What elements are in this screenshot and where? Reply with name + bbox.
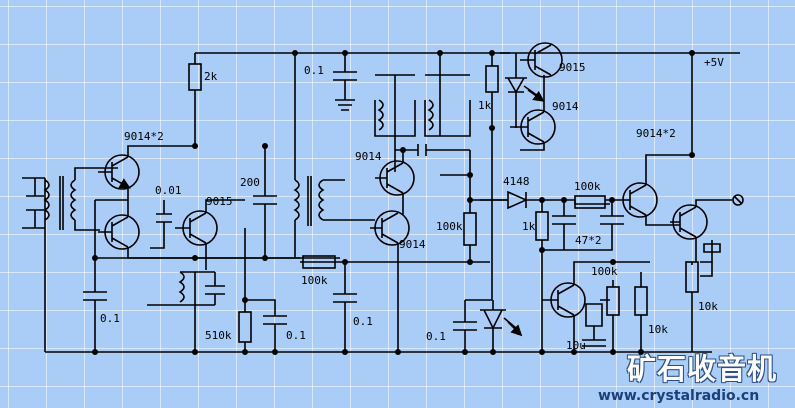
label-cap-001: 0.01 [155,184,182,197]
label-cap-200: 200 [240,176,260,189]
cap-200-transformer [253,53,375,258]
junctions [92,50,695,355]
label-q-pair-right: 9014*2 [636,127,676,140]
label-q-9015-top: 9015 [559,61,586,74]
label-res-10k-a: 10k [648,323,668,336]
label-cap-47: 47*2 [575,234,602,247]
transistor-9014-b [370,210,410,352]
transistor-pair-left [95,145,300,259]
transistor-9014-a [375,144,470,215]
label-q-9014-a: 9014 [355,150,382,163]
transistor-9015-mid [150,199,245,270]
label-res-1k-b: 1k [522,220,536,233]
inductor-l1 [43,179,50,221]
resistors-mid [440,53,508,300]
label-cap-bottom-4: 0.1 [426,330,446,343]
label-cap-bottom-3: 0.1 [353,315,373,328]
top-bypass [333,53,471,172]
label-res-510k: 510k [205,329,232,342]
watermark-brand: 矿石收音机 [627,352,778,386]
rails [44,52,740,353]
label-cap-top: 0.1 [304,64,324,77]
label-res-10k-b: 10k [698,300,718,313]
label-res-100k-c: 100k [591,265,618,278]
top-regulator [500,42,563,151]
label-q-9015-mid: 9015 [206,195,233,208]
volume-pot [685,240,721,352]
diode-4148 [470,190,575,210]
label-res-1k-a: 1k [478,99,492,112]
watermark-site: www.crystalradio.cn [598,388,760,404]
resistor-2k [188,53,202,146]
label-cap-10u: 10u [566,339,586,352]
mid-tank [147,271,225,352]
led-bottom [453,299,520,352]
label-res-2k: 2k [204,70,218,83]
label-diode: 4148 [503,175,530,188]
transistor-pair-right [622,53,744,262]
right-network [535,195,628,352]
bottom-right-stage [542,261,650,352]
label-cap-bottom-1: 0.1 [100,312,120,325]
label-q-pair-left: 9014*2 [124,130,164,143]
label-vcc: +5V [704,56,724,69]
label-q-9014-b: 9014 [399,238,426,251]
label-res-100k-b: 100k [574,180,601,193]
label-q-9014-top: 9014 [552,100,579,113]
inductor-l2 [70,179,77,221]
label-res-100k-d: 100k [301,274,328,287]
resistor-510k [238,228,287,352]
label-res-100k-a: 100k [436,220,463,233]
label-cap-bottom-2: 0.1 [286,329,306,342]
component-labels: +5V 0.1 2k 9014*2 9014*2 0.01 9015 200 9… [100,56,724,352]
input-tank [22,167,118,231]
